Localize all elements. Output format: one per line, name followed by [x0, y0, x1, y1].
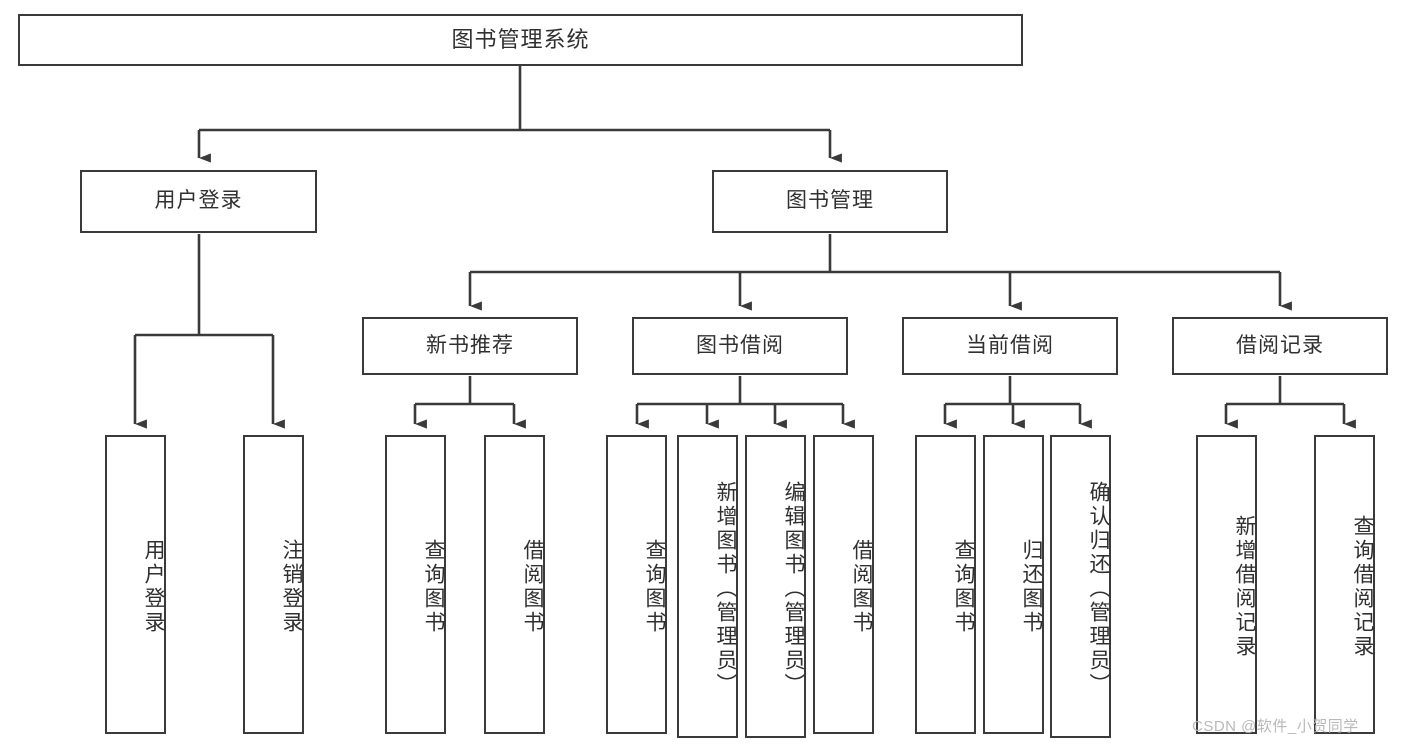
leaf-book-borrow-edit-label: 编辑图书（管理员） — [782, 480, 805, 697]
node-book-borrow-label: 图书借阅 — [696, 333, 784, 357]
node-borrow-record-label: 借阅记录 — [1236, 333, 1324, 357]
leaf-new-book-borrow-label: 借阅图书 — [521, 538, 544, 635]
leaf-current-borrow-return[interactable]: 归还图书 — [983, 435, 1044, 734]
node-root-system-label: 图书管理系统 — [451, 27, 590, 53]
leaf-current-borrow-query-label: 查询图书 — [952, 538, 975, 635]
leaf-borrow-record-add-label: 新增借阅记录 — [1233, 514, 1256, 659]
leaf-book-borrow-query-label: 查询图书 — [643, 538, 666, 635]
leaf-book-borrow-add-label: 新增图书（管理员） — [714, 480, 737, 697]
node-user-login[interactable]: 用户登录 — [80, 170, 317, 233]
leaf-current-borrow-return-label: 归还图书 — [1020, 538, 1043, 635]
csdn-watermark: CSDN @软件_小贺同学 — [1192, 718, 1359, 735]
leaf-new-book-query[interactable]: 查询图书 — [385, 435, 446, 734]
leaf-book-borrow-edit[interactable]: 编辑图书（管理员） — [745, 435, 806, 738]
leaf-book-borrow-query[interactable]: 查询图书 — [606, 435, 667, 734]
leaf-user-login-signout[interactable]: 注销登录 — [243, 435, 304, 734]
leaf-book-borrow-add[interactable]: 新增图书（管理员） — [677, 435, 738, 738]
leaf-book-borrow-lend-label: 借阅图书 — [850, 538, 873, 635]
leaf-new-book-query-label: 查询图书 — [422, 538, 445, 635]
node-user-login-label: 用户登录 — [154, 189, 243, 213]
node-book-management-label: 图书管理 — [786, 189, 874, 213]
leaf-user-login-signin-label: 用户登录 — [142, 538, 165, 635]
leaf-borrow-record-query-label: 查询借阅记录 — [1351, 514, 1374, 659]
node-book-management[interactable]: 图书管理 — [712, 170, 948, 233]
leaf-book-borrow-lend[interactable]: 借阅图书 — [813, 435, 874, 734]
node-new-book-recommend[interactable]: 新书推荐 — [362, 317, 578, 375]
leaf-user-login-signin[interactable]: 用户登录 — [105, 435, 166, 734]
leaf-borrow-record-query[interactable]: 查询借阅记录 — [1314, 435, 1375, 734]
leaf-borrow-record-add[interactable]: 新增借阅记录 — [1196, 435, 1257, 734]
leaf-current-borrow-confirm[interactable]: 确认归还（管理员） — [1050, 435, 1111, 738]
node-current-borrow-label: 当前借阅 — [966, 333, 1054, 357]
node-borrow-record[interactable]: 借阅记录 — [1172, 317, 1388, 375]
node-root-system[interactable]: 图书管理系统 — [18, 14, 1023, 66]
leaf-current-borrow-query[interactable]: 查询图书 — [915, 435, 976, 734]
node-book-borrow[interactable]: 图书借阅 — [632, 317, 848, 375]
leaf-user-login-signout-label: 注销登录 — [280, 538, 303, 635]
node-new-book-recommend-label: 新书推荐 — [426, 333, 514, 357]
leaf-new-book-borrow[interactable]: 借阅图书 — [484, 435, 545, 734]
node-current-borrow[interactable]: 当前借阅 — [902, 317, 1118, 375]
leaf-current-borrow-confirm-label: 确认归还（管理员） — [1087, 480, 1110, 697]
